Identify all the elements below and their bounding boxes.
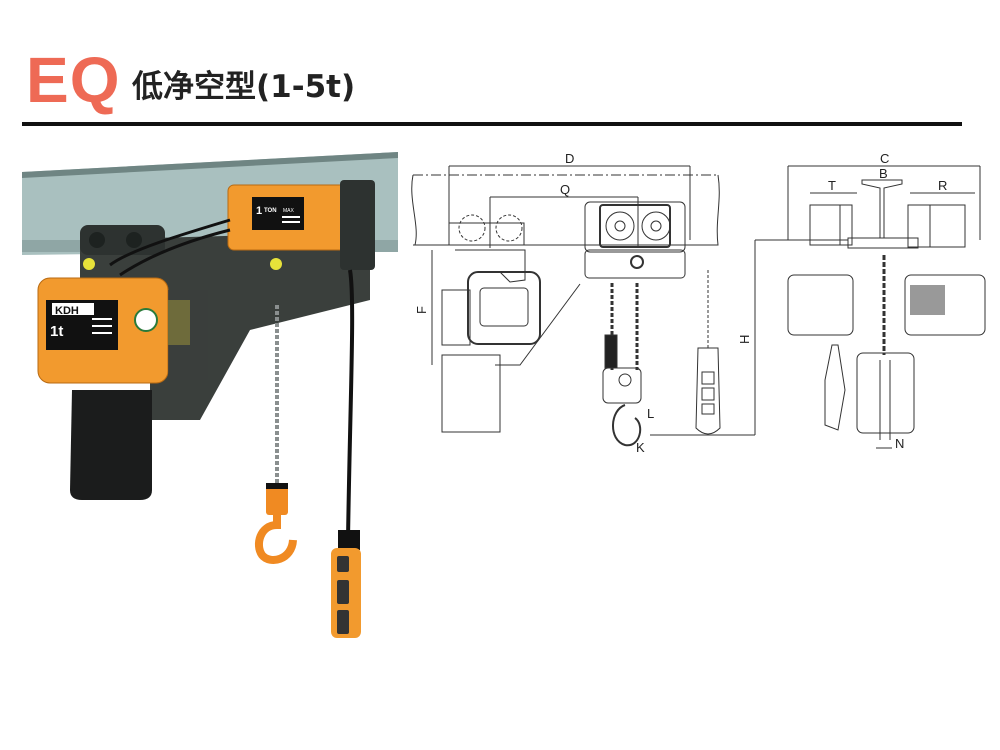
svg-text:R: R bbox=[938, 178, 947, 193]
svg-text:F: F bbox=[414, 306, 429, 314]
hoist-plate-capacity: 1t bbox=[50, 323, 63, 340]
product-photo: 1 TON MAX KDH 1t bbox=[22, 152, 398, 638]
model-code: EQ bbox=[26, 44, 121, 116]
trolley-plate-capacity: 1 bbox=[256, 205, 262, 217]
svg-text:K: K bbox=[636, 440, 645, 455]
trolley-plate-unit: TON bbox=[264, 208, 277, 214]
svg-text:D: D bbox=[565, 151, 574, 166]
svg-text:Q: Q bbox=[560, 182, 570, 197]
svg-text:N: N bbox=[895, 436, 904, 451]
svg-text:H: H bbox=[737, 335, 752, 344]
hoist-plate-brand: KDH bbox=[55, 305, 79, 317]
svg-text:C: C bbox=[880, 151, 889, 166]
page-title: 低净空型(1-5t) bbox=[132, 69, 356, 105]
svg-text:L: L bbox=[647, 406, 654, 421]
side-view-drawing: D Q F L bbox=[411, 151, 755, 455]
svg-text:T: T bbox=[828, 178, 836, 193]
front-view-drawing: C B T R H N bbox=[737, 151, 986, 451]
svg-text:MAX: MAX bbox=[283, 208, 295, 214]
header-rule bbox=[22, 122, 962, 126]
svg-text:B: B bbox=[879, 166, 888, 181]
